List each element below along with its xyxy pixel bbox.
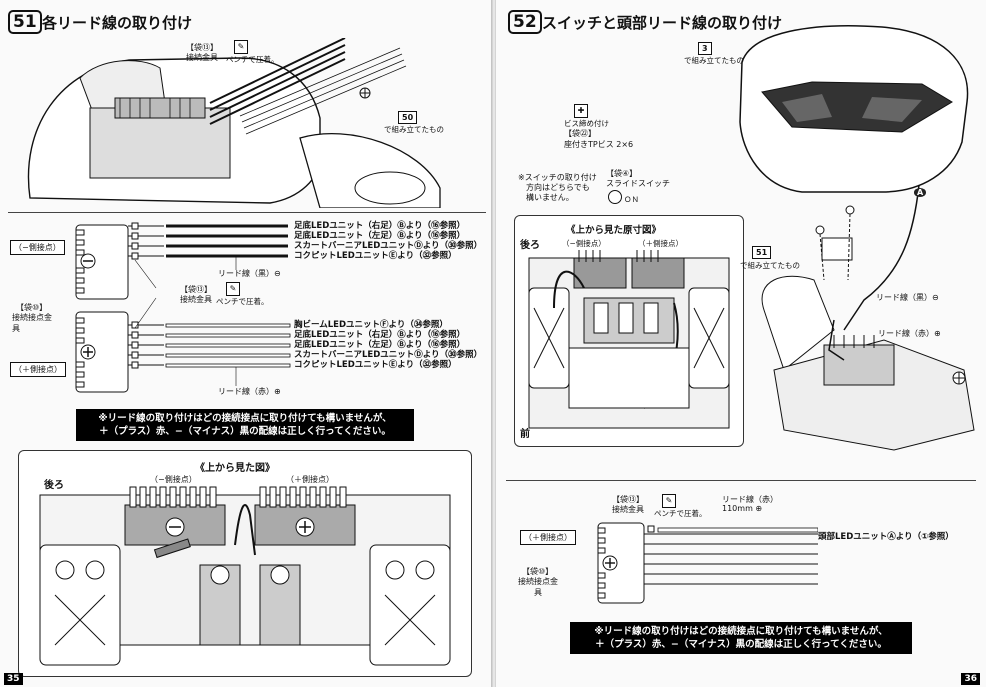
red-wire-label: リード線（赤）⊕ <box>218 387 281 396</box>
section-divider-right <box>506 480 976 481</box>
connector-part-label-wiring: 接続金具 <box>180 295 212 304</box>
page-number-36: 36 <box>961 673 980 685</box>
head-led-unit-label: 頭部LEDユニットⒶより（①参照） <box>818 532 954 542</box>
warning-line-1: ※リード線の取り付けはどの接続接点に取り付けても構いませんが、 <box>98 413 392 424</box>
wire-length: 110mm ⊕ <box>722 504 763 513</box>
bag13-label-wiring: 【袋⑬】 <box>180 285 212 294</box>
page-number-35: 35 <box>4 673 23 685</box>
pliers-icon: ✎ <box>234 40 248 54</box>
minus-contact-label: （−側接点） <box>10 240 65 255</box>
switch-note-1: ※スイッチの取り付け <box>518 173 597 182</box>
bag10-part-right: 接続接点金具 <box>518 577 558 597</box>
crimp-note-wiring: ペンチで圧着。 <box>216 297 269 306</box>
bag10-part: 接続接点金具 <box>12 313 52 333</box>
book-spine <box>491 0 497 687</box>
back-label-right: 後ろ <box>520 240 540 251</box>
plus-wire-line: 足底LEDユニット（右足）Ⓑより（⑯参照） <box>294 330 466 340</box>
plus-contact-label-right: （＋側接点） <box>520 530 576 545</box>
plus-wire-line: 足底LEDユニット（左足）Ⓑより（⑯参照） <box>294 340 466 350</box>
pliers-icon-wiring: ✎ <box>226 282 240 296</box>
minus-wire-line: コクピットLEDユニットⒺより（㉜参照） <box>294 251 457 261</box>
switch-state: ＯＮ <box>624 195 639 204</box>
robot-body-illustration-51 <box>27 38 441 208</box>
pliers-icon-right: ✎ <box>662 494 676 508</box>
plus-wire-line: 胸ビームLEDユニットⒻより（㉞参照） <box>294 320 448 330</box>
callout-a-badge: A <box>914 188 927 197</box>
warning-line-2-right: ＋（プラス）赤、−（マイナス）黒の配線は正しく行ってください。 <box>595 639 887 650</box>
bag13-label-right: 【袋⑬】 <box>612 495 644 504</box>
ref-note-3: で組み立てたもの <box>684 56 744 65</box>
connector-part-label-top: 接続金具 <box>186 53 218 62</box>
right-page: 52 スイッチと頭部リード線の取り付け 3 で組み立てたもの ✚ ビス締め付け … <box>496 0 986 687</box>
crimp-note-right: ペンチで圧着。 <box>654 509 707 518</box>
minus-wire-list: 足底LEDユニット（右足）Ⓑより（⑯参照） 足底LEDユニット（左足）Ⓑより（⑯… <box>294 221 482 261</box>
crimp-note-top: ペンチで圧着。 <box>226 55 279 64</box>
plus-wire-line: スカートバーニアLEDユニットⒹより（㉚参照） <box>294 350 483 360</box>
red-wire-label-right: リード線（赤）⊕ <box>878 329 941 338</box>
wiring-warning-left: ※リード線の取り付けはどの接続接点に取り付けても構いませんが、 ＋（プラス）赤、… <box>76 409 414 441</box>
switch-note-2: 方向はどちらでも <box>526 183 590 192</box>
step-number-52: 52 <box>508 10 542 34</box>
top-view-title-right: 《上から見た原寸図》 <box>566 225 662 236</box>
minus-wire-line: 足底LEDユニット（右足）Ⓑより（⑯参照） <box>294 221 466 231</box>
section-divider <box>8 212 486 213</box>
black-wire-label-right: リード線（黒）⊖ <box>876 293 939 302</box>
warning-line-1-right: ※リード線の取り付けはどの接続接点に取り付けても構いませんが、 <box>594 626 888 637</box>
plus-contact-label: （＋側接点） <box>10 362 66 377</box>
ref-part-3: 3 <box>698 42 712 55</box>
plus-wire-list: 胸ビームLEDユニットⒻより（㉞参照） 足底LEDユニット（右足）Ⓑより（⑯参照… <box>294 320 482 370</box>
red-wire-label-bottom: リード線（赤） <box>722 495 778 504</box>
switch-note-3: 構いません。 <box>526 193 574 202</box>
back-label-left: 後ろ <box>44 480 64 491</box>
bag22-label: 【袋㉒】 <box>564 129 596 138</box>
minus-label-right: （−側接点） <box>562 239 606 248</box>
ref-part-51: 51 <box>752 246 772 259</box>
top-view-illustration-left <box>39 486 451 666</box>
step-title-52: スイッチと頭部リード線の取り付け <box>542 14 783 32</box>
minus-wire-line: 足底LEDユニット（左足）Ⓑより（⑯参照） <box>294 231 466 241</box>
plus-label-right: （＋側接点） <box>638 239 683 248</box>
head-unit-illustration <box>739 25 969 193</box>
wiring-warning-right: ※リード線の取り付けはどの接続接点に取り付けても構いませんが、 ＋（プラス）赤、… <box>570 622 912 654</box>
minus-wire-line: スカートバーニアLEDユニットⒹより（㉚参照） <box>294 241 483 251</box>
plus-wire-line: コクピットLEDユニットⒺより（㉜参照） <box>294 360 457 370</box>
bag22-part: 座付きTPビス 2×6 <box>564 140 634 149</box>
plus-contact-wiring-right <box>597 522 818 604</box>
left-page: 51 各リード線の取り付け 【袋⑬】 接続金具 ✎ ペンチで圧着。 50 で組み… <box>0 0 492 687</box>
step-number-51: 51 <box>8 10 42 34</box>
plus-label-topview: （＋側接点） <box>286 475 334 484</box>
top-view-illustration-right <box>528 250 730 429</box>
bag10-label-right: 【袋⑩】 <box>522 567 554 576</box>
ref-note-50: で組み立てたもの <box>384 125 444 134</box>
screw-tool-note: ビス締め付け <box>564 119 609 128</box>
top-view-title-left: 《上から見た図》 <box>195 463 275 474</box>
bag4-part: スライドスイッチ <box>606 179 670 188</box>
bag4-label: 【袋④】 <box>606 169 638 178</box>
bag13-label-top: 【袋⑬】 <box>186 43 218 52</box>
connector-part-right: 接続金具 <box>612 505 644 514</box>
ref-part-50: 50 <box>398 111 418 124</box>
bag10-label: 【袋⑩】 <box>16 303 48 312</box>
step-title-51: 各リード線の取り付け <box>42 14 193 32</box>
wiring-diagram-minus-plus <box>75 222 291 393</box>
switch-icon <box>608 190 622 204</box>
screwdriver-icon: ✚ <box>574 104 588 118</box>
assembly-illustration-52 <box>761 184 975 451</box>
black-wire-label: リード線（黒）⊖ <box>218 269 281 278</box>
minus-label-topview: （−側接点） <box>150 475 197 484</box>
ref-note-51: で組み立てたもの <box>740 261 800 270</box>
front-label-right: 前 <box>520 429 530 440</box>
warning-line-2: ＋（プラス）赤、−（マイナス）黒の配線は正しく行ってください。 <box>99 426 391 437</box>
